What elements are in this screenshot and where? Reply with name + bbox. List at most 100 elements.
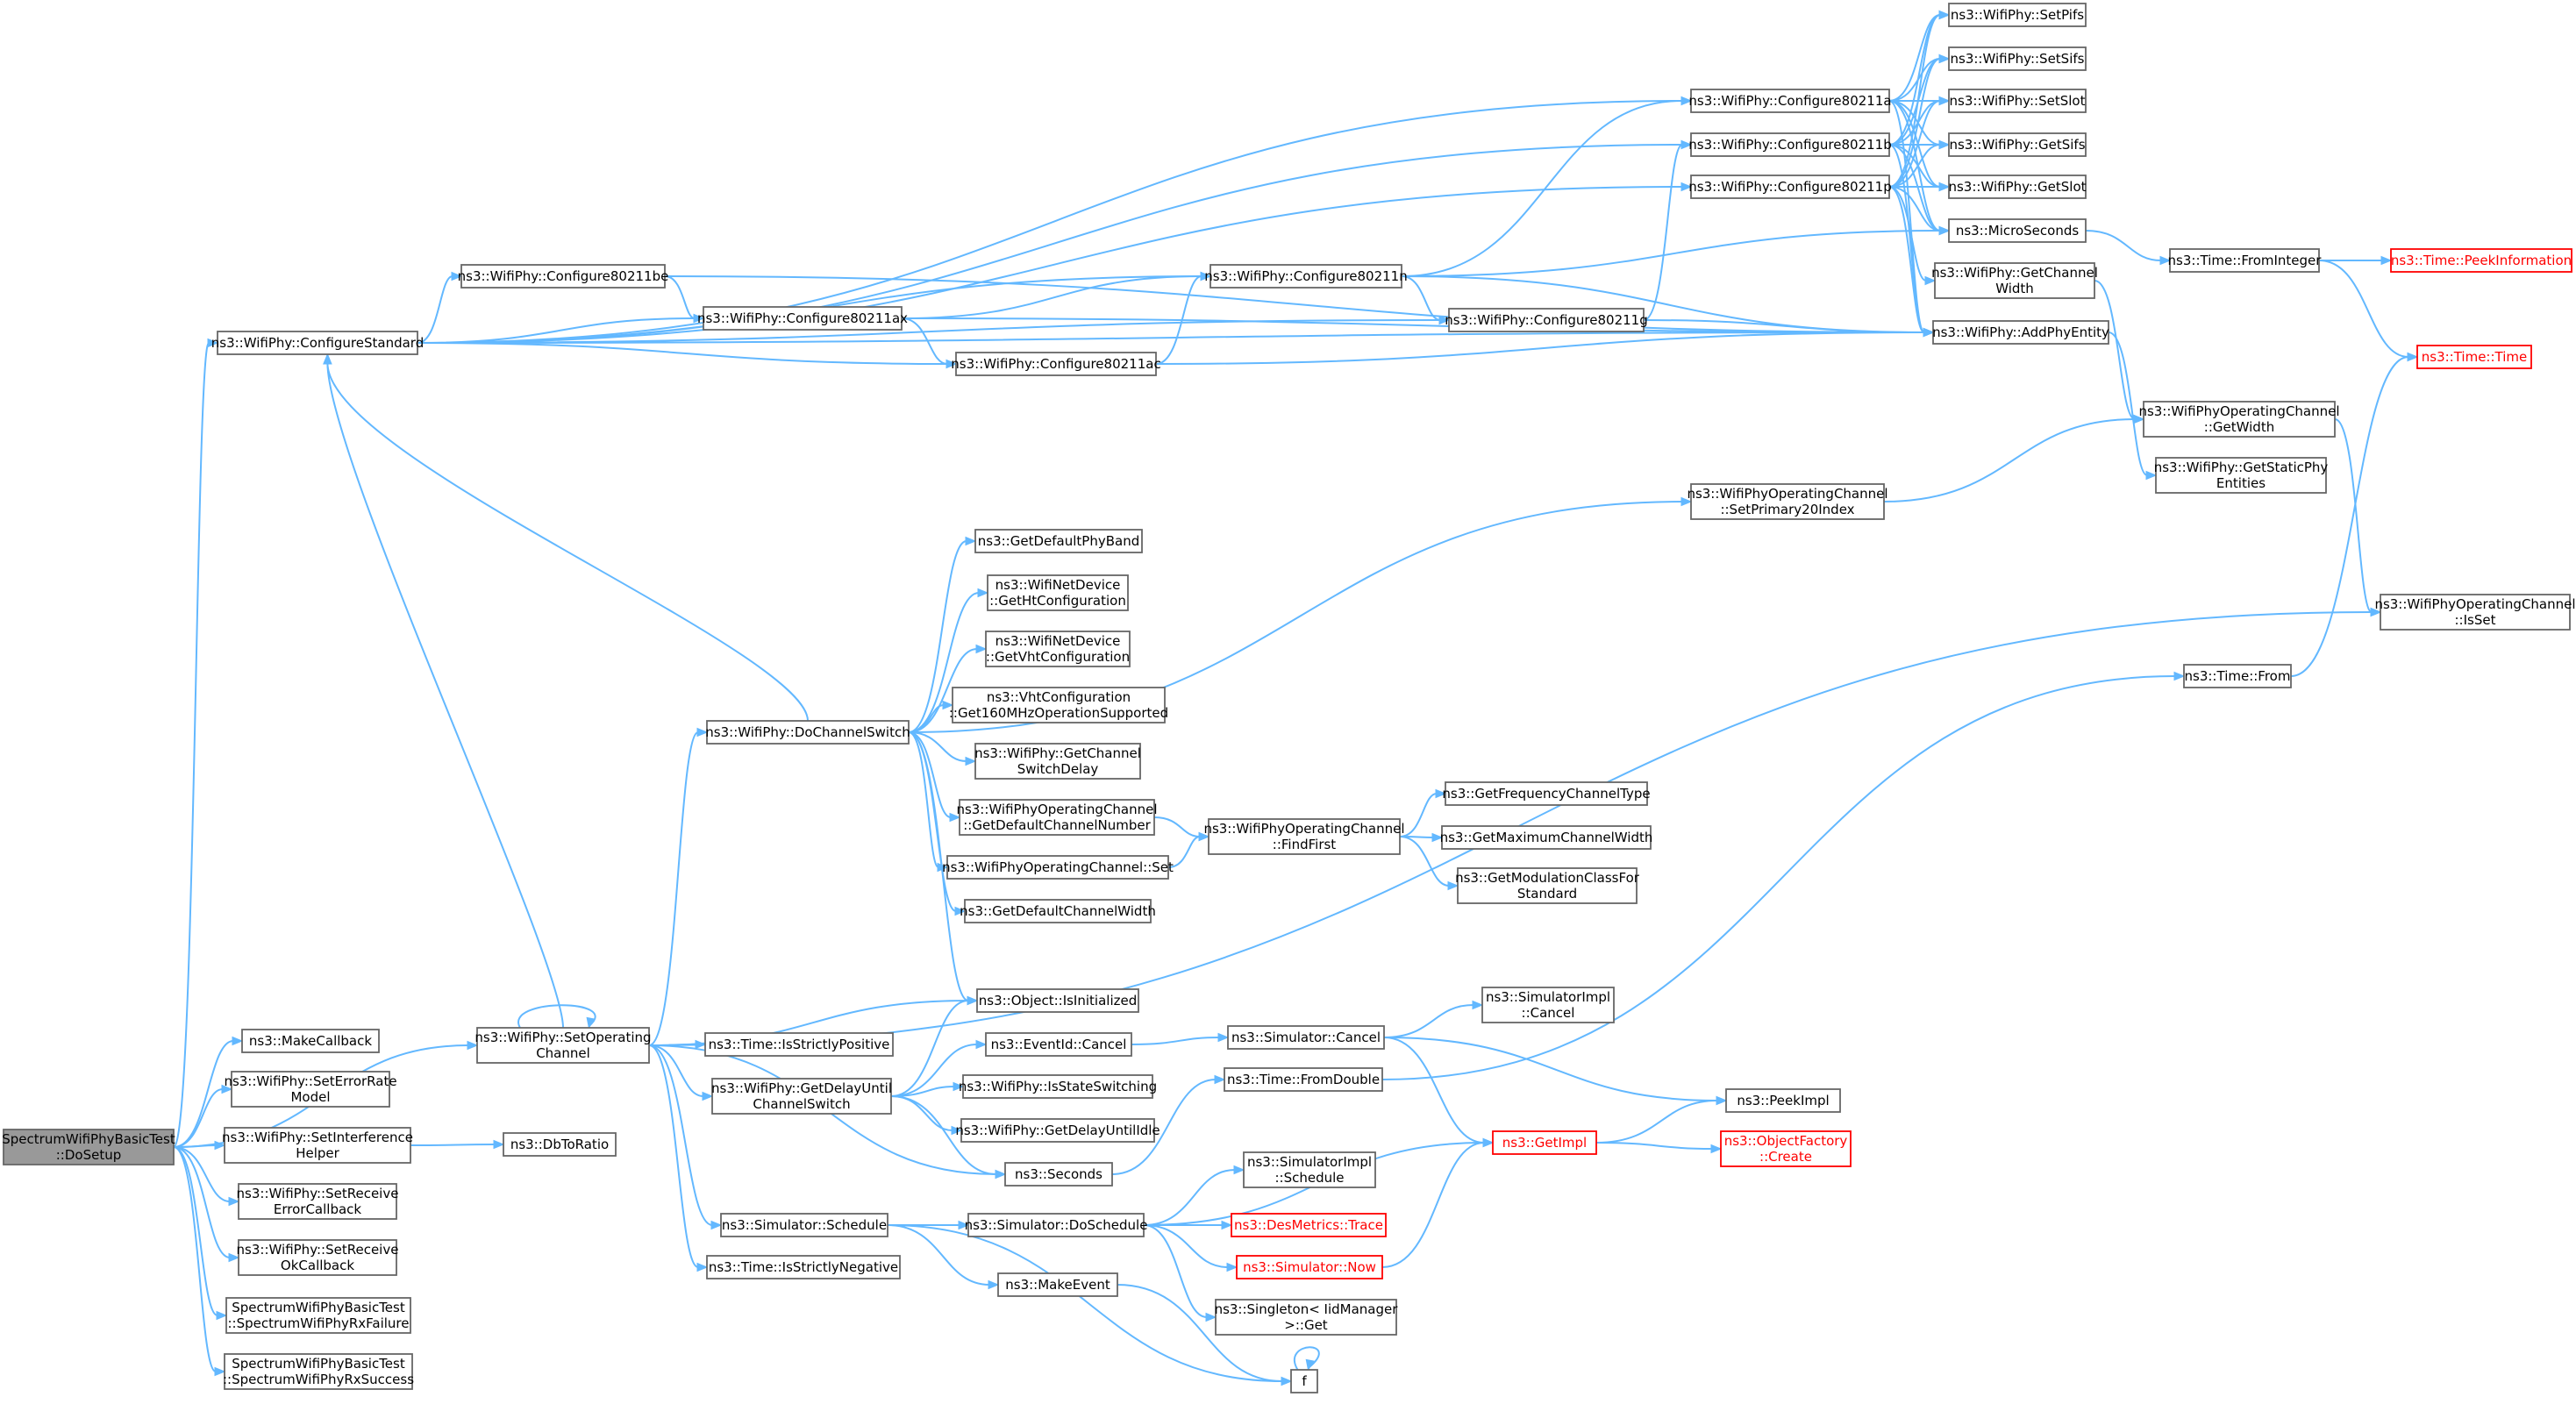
node-isstrictlynegative[interactable]: ns3::Time::IsStrictlyNegative	[706, 1255, 901, 1279]
node-configure80211b[interactable]: ns3::WifiPhy::Configure80211b	[1688, 132, 1892, 157]
node-simimplcancel[interactable]: ns3::SimulatorImpl::Cancel	[1481, 987, 1615, 1023]
node-label: ::GetWidth	[2204, 419, 2274, 435]
node-label: Model	[290, 1089, 330, 1105]
node-box	[1932, 320, 2109, 345]
node-objectisinitialized[interactable]: ns3::Object::IsInitialized	[976, 988, 1139, 1013]
edge-line	[1888, 186, 1927, 282]
node-isstateswitching[interactable]: ns3::WifiPhy::IsStateSwitching	[959, 1074, 1157, 1099]
edge-line	[890, 1095, 997, 1175]
node-fromintegertime[interactable]: ns3::Time::FromInteger	[2168, 248, 2323, 273]
node-singletonget[interactable]: ns3::Singleton< IidManager >::Get	[1215, 1299, 1399, 1336]
node-getdefaultphyband[interactable]: ns3::GetDefaultPhyBand	[974, 529, 1143, 553]
node-getfrequencychanneltype[interactable]: ns3::GetFrequencyChannelType	[1442, 781, 1651, 806]
node-simulatornow[interactable]: ns3::Simulator::Now	[1236, 1255, 1383, 1279]
node-simulatorschedule[interactable]: ns3::Simulator::Schedule	[720, 1213, 888, 1237]
node-box	[238, 1239, 397, 1276]
node-rxsuccess[interactable]: SpectrumWifiPhyBasicTest::SpectrumWifiPh…	[223, 1353, 414, 1390]
node-label: ns3::Time::PeekInformation	[2391, 253, 2572, 268]
edge-arrowhead	[216, 1310, 228, 1321]
node-isstrictlypositive[interactable]: ns3::Time::IsStrictlyPositive	[704, 1032, 894, 1057]
node-opchgetwidth[interactable]: ns3::WifiPhyOperatingChannel::GetWidth	[2138, 401, 2340, 438]
node-opchset[interactable]: ns3::WifiPhyOperatingChannel::Set	[942, 855, 1174, 880]
node-peekinformation[interactable]: ns3::Time::PeekInformation	[2390, 248, 2572, 273]
node-peekimpl[interactable]: ns3::PeekImpl	[1725, 1088, 1841, 1113]
node-getdelayuntilidle[interactable]: ns3::WifiPhy::GetDelayUntilIdle	[955, 1118, 1160, 1143]
edge-arrowhead	[975, 644, 988, 654]
node-seconds[interactable]: ns3::Seconds	[1004, 1162, 1113, 1187]
node-box	[2380, 594, 2571, 631]
node-makeevent[interactable]: ns3::MakeEvent	[997, 1272, 1118, 1297]
node-timefromdouble[interactable]: ns3::Time::FromDouble	[1224, 1067, 1383, 1092]
node-doschedule[interactable]: ns3::Simulator::DoSchedule	[965, 1213, 1148, 1237]
node-findfirst[interactable]: ns3::WifiPhyOperatingChannel::FindFirst	[1203, 818, 1405, 855]
node-eventidcancel[interactable]: ns3::EventId::Cancel	[985, 1032, 1132, 1057]
node-label: ns3::GetMaximumChannelWidth	[1440, 830, 1653, 845]
node-configure80211ac[interactable]: ns3::WifiPhy::Configure80211ac	[951, 352, 1161, 376]
node-makecallback[interactable]: ns3::MakeCallback	[241, 1029, 380, 1053]
node-getimpl[interactable]: ns3::GetImpl	[1492, 1130, 1597, 1155]
node-setslot[interactable]: ns3::WifiPhy::SetSlot	[1948, 89, 2087, 113]
edge-arrowhead	[710, 1220, 723, 1230]
node-simimplschedule[interactable]: ns3::SimulatorImpl::Schedule	[1243, 1151, 1376, 1188]
node-getmaximumchannelwidth[interactable]: ns3::GetMaximumChannelWidth	[1440, 825, 1653, 850]
node-objectfactorycreate[interactable]: ns3::ObjectFactory::Create	[1720, 1130, 1852, 1167]
edge-doschedule-to-singletonget	[1143, 1224, 1217, 1322]
node-simulatorcancel[interactable]: ns3::Simulator::Cancel	[1227, 1025, 1385, 1050]
node-dosetup[interactable]: SpectrumWifiPhyBasicTest::DoSetup	[2, 1129, 175, 1165]
node-box	[987, 574, 1129, 611]
node-timefrom[interactable]: ns3::Time::From	[2183, 664, 2292, 688]
node-getdefaultchannelwidth[interactable]: ns3::GetDefaultChannelWidth	[960, 899, 1156, 923]
node-getdefaultchannelnumber[interactable]: ns3::WifiPhyOperatingChannel::GetDefault…	[956, 799, 1158, 836]
node-box	[706, 720, 910, 745]
node-getsifs[interactable]: ns3::WifiPhy::GetSifs	[1948, 132, 2087, 157]
node-box	[1236, 1255, 1383, 1279]
node-configure80211a[interactable]: ns3::WifiPhy::Configure80211a	[1688, 89, 1892, 113]
edge-configurestandard-to-configure80211ac	[417, 342, 958, 369]
node-label: ns3::Time::FromInteger	[2168, 253, 2323, 268]
node-label: ::SpectrumWifiPhyRxFailure	[228, 1315, 410, 1331]
node-setprimary20[interactable]: ns3::WifiPhyOperatingChannel::SetPrimary…	[1687, 483, 1888, 520]
node-get160mhz[interactable]: ns3::VhtConfiguration::Get160MHzOperatio…	[949, 687, 1168, 723]
node-configurestandard[interactable]: ns3::WifiPhy::ConfigureStandard	[211, 331, 424, 355]
node-desmetricstrace[interactable]: ns3::DesMetrics::Trace	[1231, 1213, 1387, 1237]
edge-line	[1155, 331, 1925, 365]
node-addphyentity[interactable]: ns3::WifiPhy::AddPhyEntity	[1932, 320, 2109, 345]
node-configure80211n[interactable]: ns3::WifiPhy::Configure80211n	[1204, 264, 1408, 289]
edge-arrowhead	[965, 536, 977, 546]
node-label: ::SpectrumWifiPhyRxSuccess	[223, 1372, 414, 1387]
node-rxfailure[interactable]: SpectrumWifiPhyBasicTest::SpectrumWifiPh…	[225, 1297, 411, 1334]
node-configure80211g[interactable]: ns3::WifiPhy::Configure80211g	[1445, 308, 1648, 332]
node-getvhtconfig[interactable]: ns3::WifiNetDevice::GetVhtConfiguration	[985, 631, 1131, 667]
node-getslot[interactable]: ns3::WifiPhy::GetSlot	[1948, 175, 2087, 199]
node-setpifs[interactable]: ns3::WifiPhy::SetPifs	[1948, 3, 2087, 27]
edge-dochannelswitch-to-configurestandard	[323, 353, 809, 722]
node-microseconds[interactable]: ns3::MicroSeconds	[1948, 218, 2087, 243]
node-configure80211p[interactable]: ns3::WifiPhy::Configure80211p	[1688, 175, 1892, 199]
node-f[interactable]: f	[1290, 1369, 1318, 1393]
node-setsifs[interactable]: ns3::WifiPhy::SetSifs	[1948, 46, 2087, 71]
node-box	[2155, 457, 2327, 494]
node-gethtconfig[interactable]: ns3::WifiNetDevice::GetHtConfiguration	[987, 574, 1129, 611]
node-timetime[interactable]: ns3::Time::Time	[2416, 345, 2532, 369]
edge-doschedule-to-simulatornow	[1143, 1224, 1238, 1272]
node-label: ns3::WifiPhy::SetReceive	[237, 1186, 399, 1201]
node-label: ns3::ObjectFactory	[1724, 1133, 1848, 1149]
node-dbtoratio[interactable]: ns3::DbToRatio	[503, 1132, 617, 1157]
node-configure80211ax[interactable]: ns3::WifiPhy::Configure80211ax	[697, 306, 908, 331]
edge-arrowhead	[696, 1262, 709, 1272]
node-opchisset[interactable]: ns3::WifiPhyOperatingChannel::IsSet	[2374, 594, 2576, 631]
edge-dosetup-to-makecallback	[173, 1036, 244, 1148]
node-dochannelswitch[interactable]: ns3::WifiPhy::DoChannelSwitch	[705, 720, 910, 745]
node-configure80211be[interactable]: ns3::WifiPhy::Configure80211be	[458, 264, 669, 289]
node-box	[2390, 248, 2572, 273]
